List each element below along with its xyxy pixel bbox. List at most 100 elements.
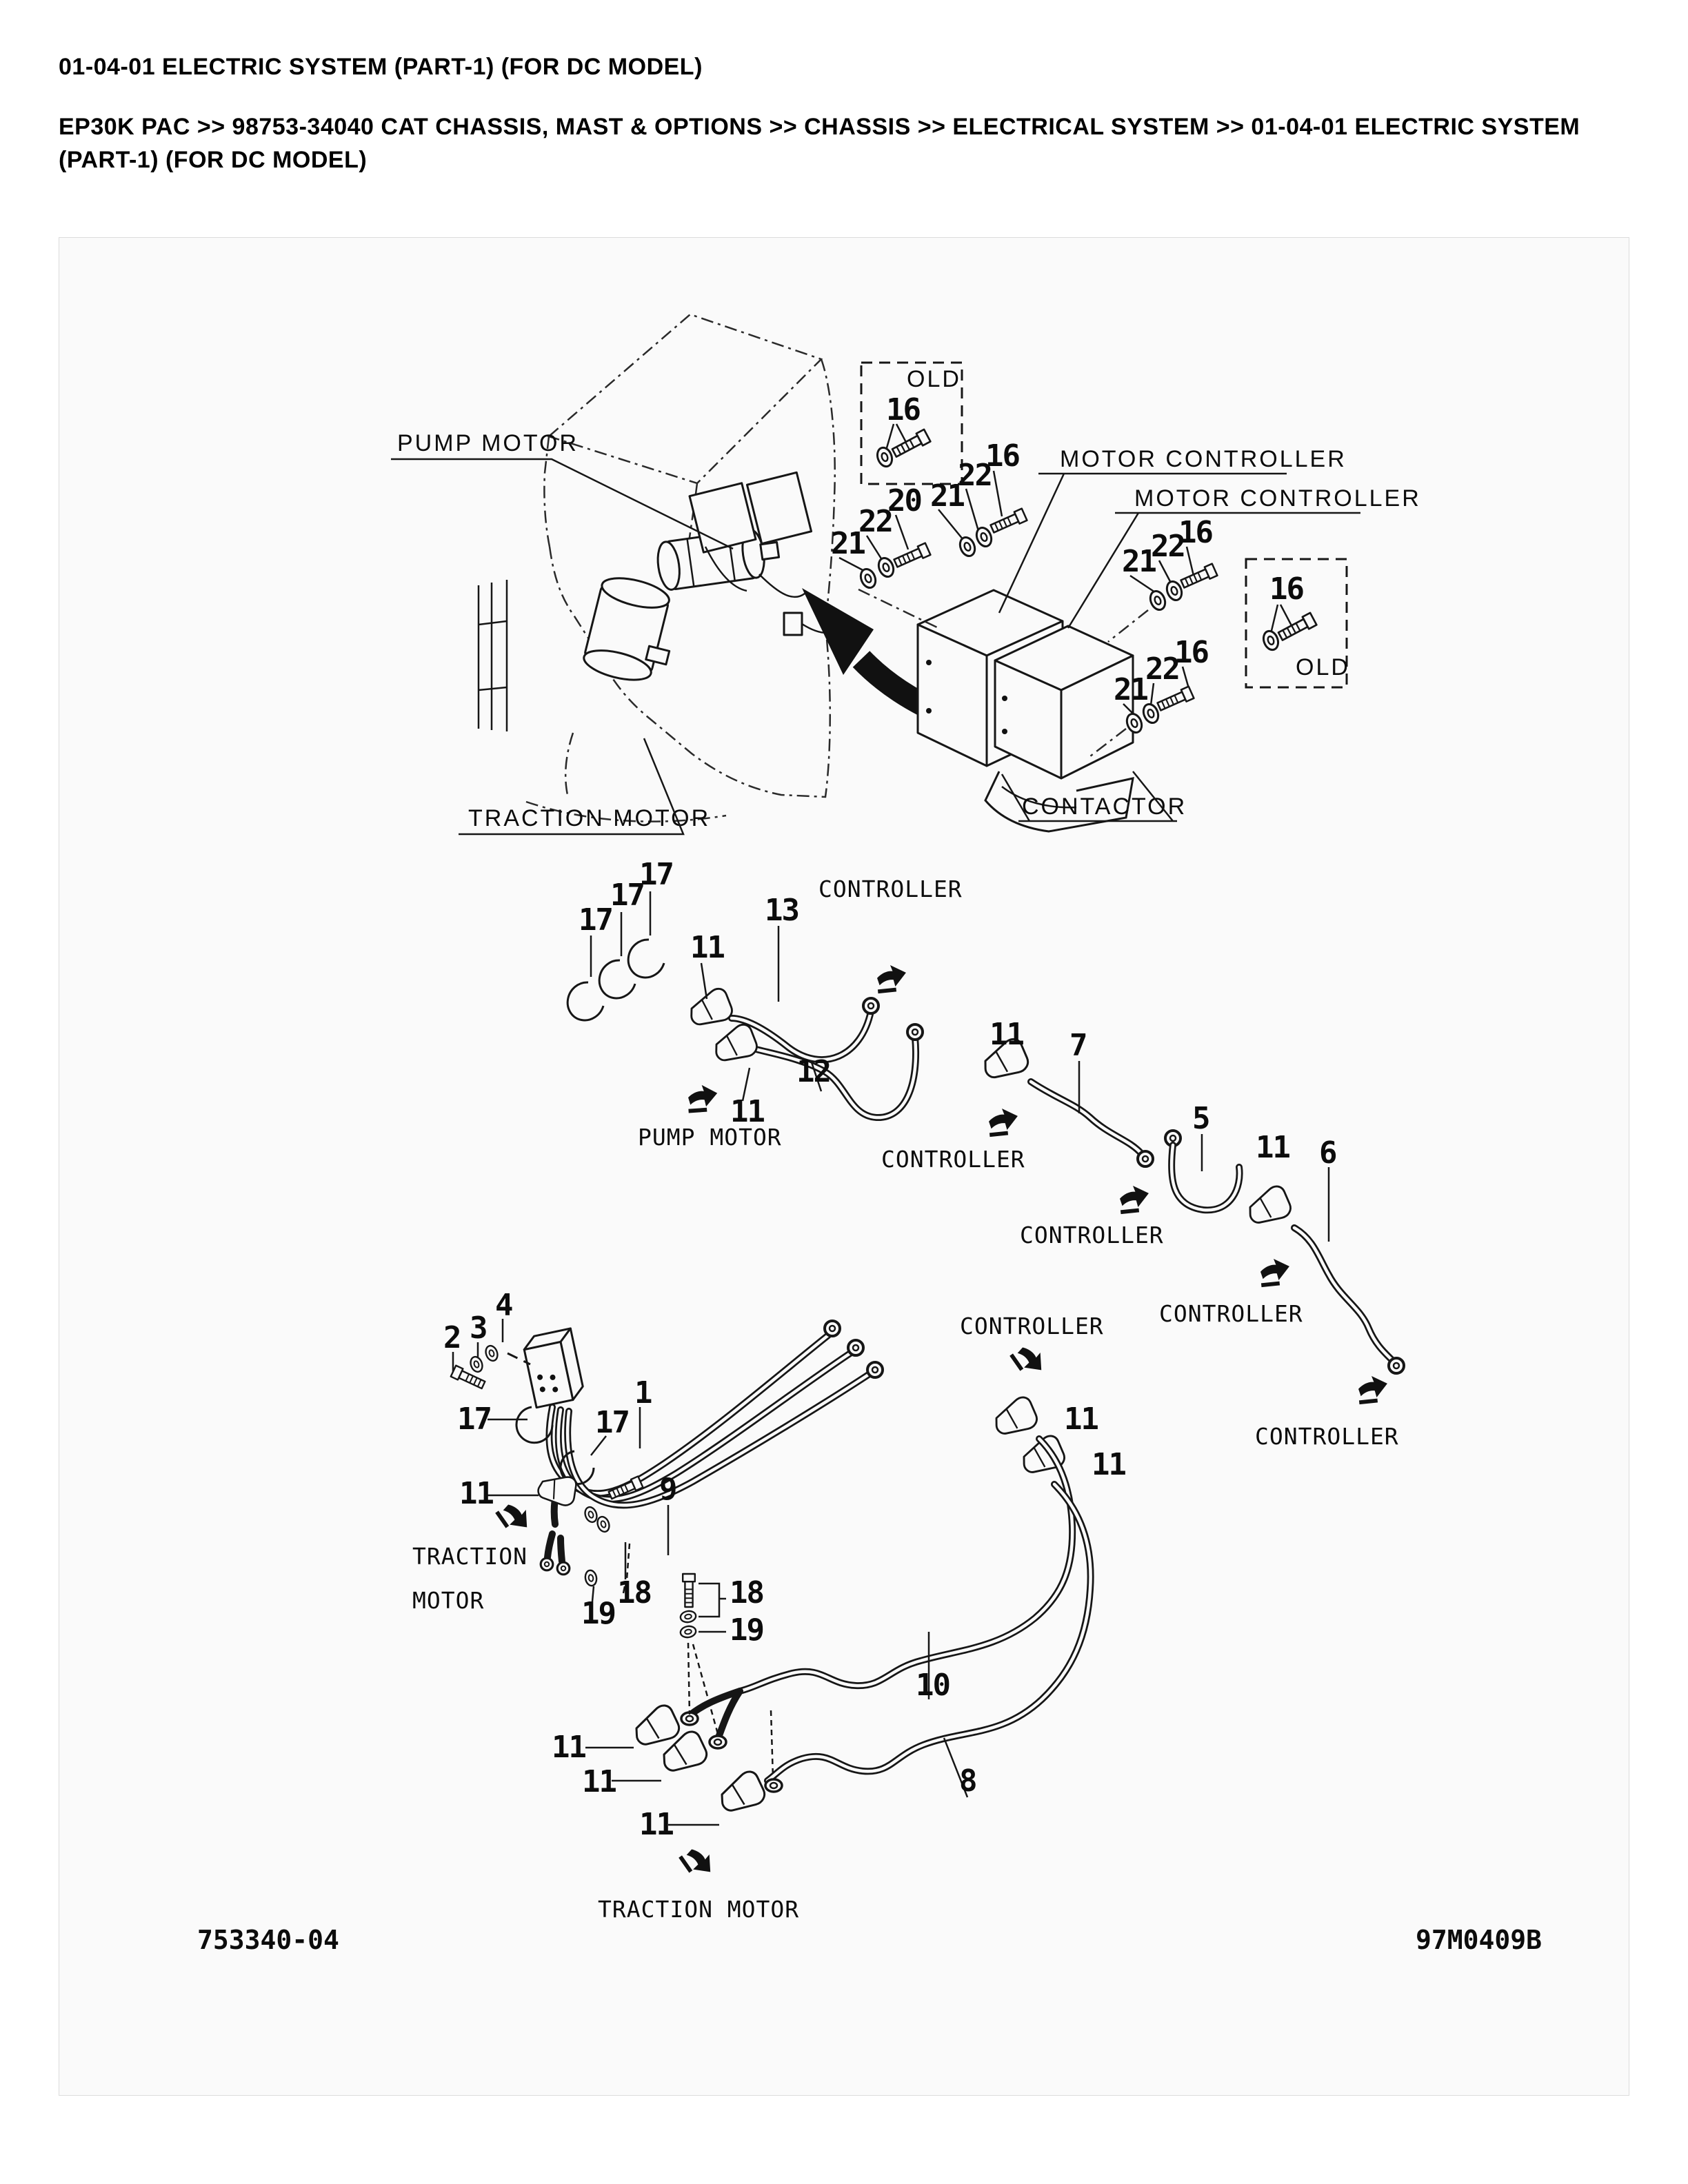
callout-2: 2 — [443, 1320, 461, 1355]
connector-dash-leader — [507, 1352, 531, 1366]
pump-cable-lug-2 — [711, 1022, 760, 1063]
callout-21-d: 21 — [1114, 672, 1147, 707]
motor-controller-boxes — [916, 589, 1134, 780]
callout-21-c: 21 — [1122, 544, 1156, 579]
callout-7: 7 — [1069, 1028, 1087, 1063]
clips-17-harness — [488, 1406, 607, 1486]
callout-16-d: 16 — [1174, 635, 1208, 670]
callout-21-a: 21 — [831, 526, 865, 561]
callout-20: 20 — [887, 483, 921, 518]
arrow-controller-pump — [875, 963, 908, 994]
old-box-left: OLD — [860, 361, 963, 485]
old-box-right: OLD — [1245, 558, 1350, 689]
callout-19-left: 19 — [581, 1596, 615, 1631]
callout-10: 10 — [916, 1668, 950, 1703]
doc-number: 753340-04 — [197, 1925, 339, 1955]
traction-motor-machine-label: TRACTION MOTOR — [468, 805, 710, 831]
callout-6: 6 — [1319, 1135, 1336, 1171]
controller-cable7-label: CONTROLLER — [881, 1146, 1025, 1173]
motor-controller-lower-label: MOTOR CONTROLLER — [1134, 485, 1421, 512]
hardware-cluster-mid — [1107, 546, 1218, 643]
old-box-left-label: OLD — [907, 366, 961, 392]
callout-11-harness-r1: 11 — [1064, 1402, 1098, 1437]
callout-16-old-left: 16 — [886, 392, 920, 427]
callout-17-m3: 17 — [639, 857, 673, 892]
controller-harness-label: CONTROLLER — [960, 1313, 1104, 1339]
callout-19-right: 19 — [730, 1612, 763, 1648]
arrow-traction-upper — [495, 1497, 535, 1538]
callout-1: 1 — [634, 1375, 652, 1410]
callout-18-right: 18 — [730, 1575, 763, 1610]
arrow-controller-cable7 — [987, 1106, 1020, 1138]
arrow-controller-cable6-upper — [1258, 1257, 1292, 1288]
cable-5 — [1164, 1129, 1243, 1214]
controller-cable6-upper-label: CONTROLLER — [1159, 1300, 1303, 1327]
callout-22-a: 22 — [858, 504, 892, 539]
callout-8: 8 — [959, 1763, 976, 1799]
arrow-controller-harness — [1009, 1340, 1049, 1381]
cable-6 — [1244, 1167, 1405, 1375]
cable-12 — [750, 1023, 924, 1122]
motor-controller-upper-label: MOTOR CONTROLLER — [1060, 446, 1347, 472]
callout-3: 3 — [470, 1311, 487, 1346]
traction-motor-upper-label-2: MOTOR — [412, 1587, 484, 1614]
contactor-leaders — [1001, 771, 1177, 822]
callout-16-c: 16 — [1178, 515, 1212, 550]
clip-17-set — [566, 891, 665, 1022]
callout-16-old-right: 16 — [1269, 572, 1303, 607]
parts-diagram: PUMP MOTOR TRACTION MOTOR OLD OLD — [197, 313, 1542, 1955]
callout-11-b3: 11 — [639, 1807, 673, 1842]
cable-7 — [979, 1035, 1154, 1168]
page-title: 01-04-01 ELECTRIC SYSTEM (PART-1) (FOR D… — [59, 54, 703, 80]
callout-11-cable6: 11 — [1256, 1130, 1289, 1165]
motor-controller-lower-leader — [1067, 512, 1360, 629]
hardware-2-3-4 — [450, 1319, 504, 1392]
callout-11-traction-upper: 11 — [459, 1476, 493, 1511]
callout-11-cable7: 11 — [989, 1017, 1023, 1052]
contactor-label: CONTACTOR — [1022, 793, 1187, 820]
pump-cable-lug-1 — [686, 986, 735, 1027]
callout-13: 13 — [765, 893, 798, 928]
traction-motor-lower-label: TRACTION MOTOR — [598, 1896, 799, 1923]
controller-cable5-label: CONTROLLER — [1020, 1222, 1164, 1248]
pump-cable-leaders — [700, 926, 823, 1102]
callout-16-b: 16 — [985, 438, 1019, 474]
callout-17-m2: 17 — [610, 878, 644, 913]
callout-5: 5 — [1192, 1101, 1209, 1136]
callout-18-left: 18 — [617, 1575, 651, 1610]
hardware-cluster-lower — [1089, 666, 1195, 757]
callout-11-b2: 11 — [582, 1764, 616, 1799]
callout-12: 12 — [796, 1054, 830, 1089]
callout-21-b: 21 — [930, 478, 964, 514]
old-box-right-label: OLD — [1296, 654, 1350, 680]
breadcrumb[interactable]: EP30K PAC >> 98753-34040 CAT CHASSIS, MA… — [59, 114, 1580, 173]
callout-11-b1: 11 — [552, 1730, 585, 1765]
forklift-outline — [477, 313, 836, 822]
connector-block — [523, 1327, 584, 1409]
callout-11-pump1: 11 — [690, 930, 724, 965]
hardware-cluster-left — [838, 470, 1028, 629]
contactor-bracket — [984, 771, 1134, 833]
cable-13 — [728, 997, 880, 1063]
callout-22-c: 22 — [1151, 529, 1185, 564]
arrow-pump-motor — [687, 1084, 719, 1113]
callout-17-h2: 17 — [595, 1405, 629, 1440]
controller-pump-label: CONTROLLER — [818, 876, 963, 902]
callout-22-d: 22 — [1145, 651, 1179, 687]
callout-4: 4 — [495, 1288, 512, 1323]
drawing-number: 97M0409B — [1416, 1925, 1542, 1955]
traction-motor-upper-label-1: TRACTION — [412, 1543, 528, 1570]
callout-11-harness-r2: 11 — [1092, 1447, 1125, 1482]
pump-motor-machine-label: PUMP MOTOR — [397, 430, 579, 456]
part-number-callouts: 16 21 22 20 21 22 16 21 22 16 21 22 16 1… — [443, 392, 1338, 1842]
arrow-traction-lower — [679, 1842, 719, 1883]
motor-controller-upper-leader — [998, 472, 1287, 614]
traction-motor-leader — [459, 738, 685, 836]
callout-17-m1: 17 — [579, 902, 612, 938]
arrow-controller-cable5 — [1118, 1184, 1151, 1215]
bottom-leaders — [585, 1632, 969, 1826]
callout-22-b: 22 — [958, 458, 992, 493]
callout-11-pump2: 11 — [730, 1094, 764, 1129]
controller-cable6-lower-label: CONTROLLER — [1255, 1423, 1399, 1450]
harness-8-10 — [630, 1394, 1094, 1814]
